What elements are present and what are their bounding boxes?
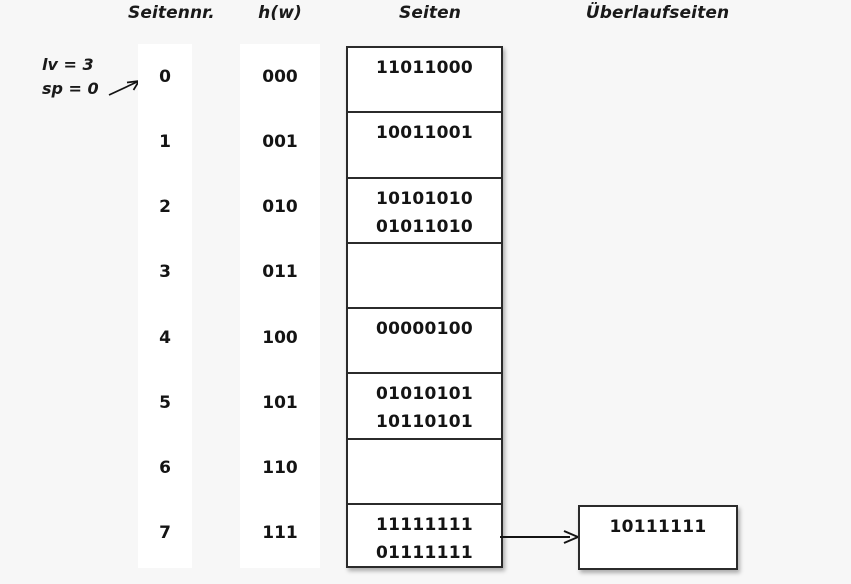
- overflow-link-arrow-icon: [500, 530, 579, 544]
- page-record: 11111111: [375, 514, 474, 535]
- column-header-seiten: Seiten: [399, 3, 461, 23]
- overflow-page-box: 10111111: [578, 505, 738, 570]
- hash-cell-3: 011: [262, 262, 298, 283]
- primary-pages-stack: 11011000 10011001 10101010 01011010 00000100…: [346, 46, 503, 568]
- param-sp: sp = 0: [42, 79, 99, 98]
- page-record: 01111111: [375, 542, 474, 563]
- overflow-record: 10111111: [609, 517, 707, 537]
- page-row: [348, 244, 501, 309]
- seitennr-cell-3: 3: [159, 262, 171, 283]
- hash-cell-4: 100: [262, 327, 298, 348]
- page-row: 01010101 10110101: [348, 374, 501, 440]
- column-seitennr: 0 1 2 3 4 5 6 7: [138, 44, 192, 568]
- seitennr-cell-1: 1: [159, 131, 171, 152]
- page-record: 11011000: [375, 58, 474, 78]
- hash-parameters: lv = 3 sp = 0: [42, 53, 99, 101]
- page-record: 01011010: [375, 216, 474, 237]
- page-record: 00000100: [375, 319, 474, 339]
- seitennr-cell-4: 4: [159, 327, 171, 348]
- seitennr-cell-0: 0: [159, 66, 171, 87]
- column-hash: 000 001 010 011 100 101 110 111: [240, 44, 320, 568]
- column-header-ueberlaufseiten: Überlaufseiten: [585, 3, 730, 23]
- page-record: 10011001: [375, 123, 474, 144]
- seitennr-cell-2: 2: [159, 197, 171, 218]
- column-header-hash: h(w): [258, 3, 302, 23]
- column-header-seitennr: Seitennr.: [128, 3, 215, 23]
- hash-cell-7: 111: [262, 523, 298, 544]
- split-pointer-arrow-icon: [108, 80, 140, 96]
- page-record: 01010101: [375, 384, 474, 405]
- seitennr-cell-5: 5: [159, 392, 171, 413]
- page-row: 10101010 01011010: [348, 179, 501, 244]
- hash-cell-6: 110: [262, 458, 298, 479]
- hash-cell-1: 001: [262, 131, 298, 152]
- page-row: 00000100: [348, 309, 501, 375]
- page-record: 10110101: [375, 412, 474, 433]
- hash-cell-5: 101: [262, 392, 298, 413]
- page-row: 10011001: [348, 113, 501, 179]
- hash-cell-0: 000: [262, 66, 298, 87]
- hash-cell-2: 010: [262, 197, 298, 218]
- page-row: 11011000: [348, 48, 501, 114]
- seitennr-cell-6: 6: [159, 458, 171, 479]
- param-lv: lv = 3: [42, 55, 94, 74]
- page-record: 10101010: [375, 188, 474, 209]
- page-row: 11111111 01111111: [348, 505, 501, 570]
- seitennr-cell-7: 7: [159, 523, 171, 544]
- page-row: [348, 440, 501, 505]
